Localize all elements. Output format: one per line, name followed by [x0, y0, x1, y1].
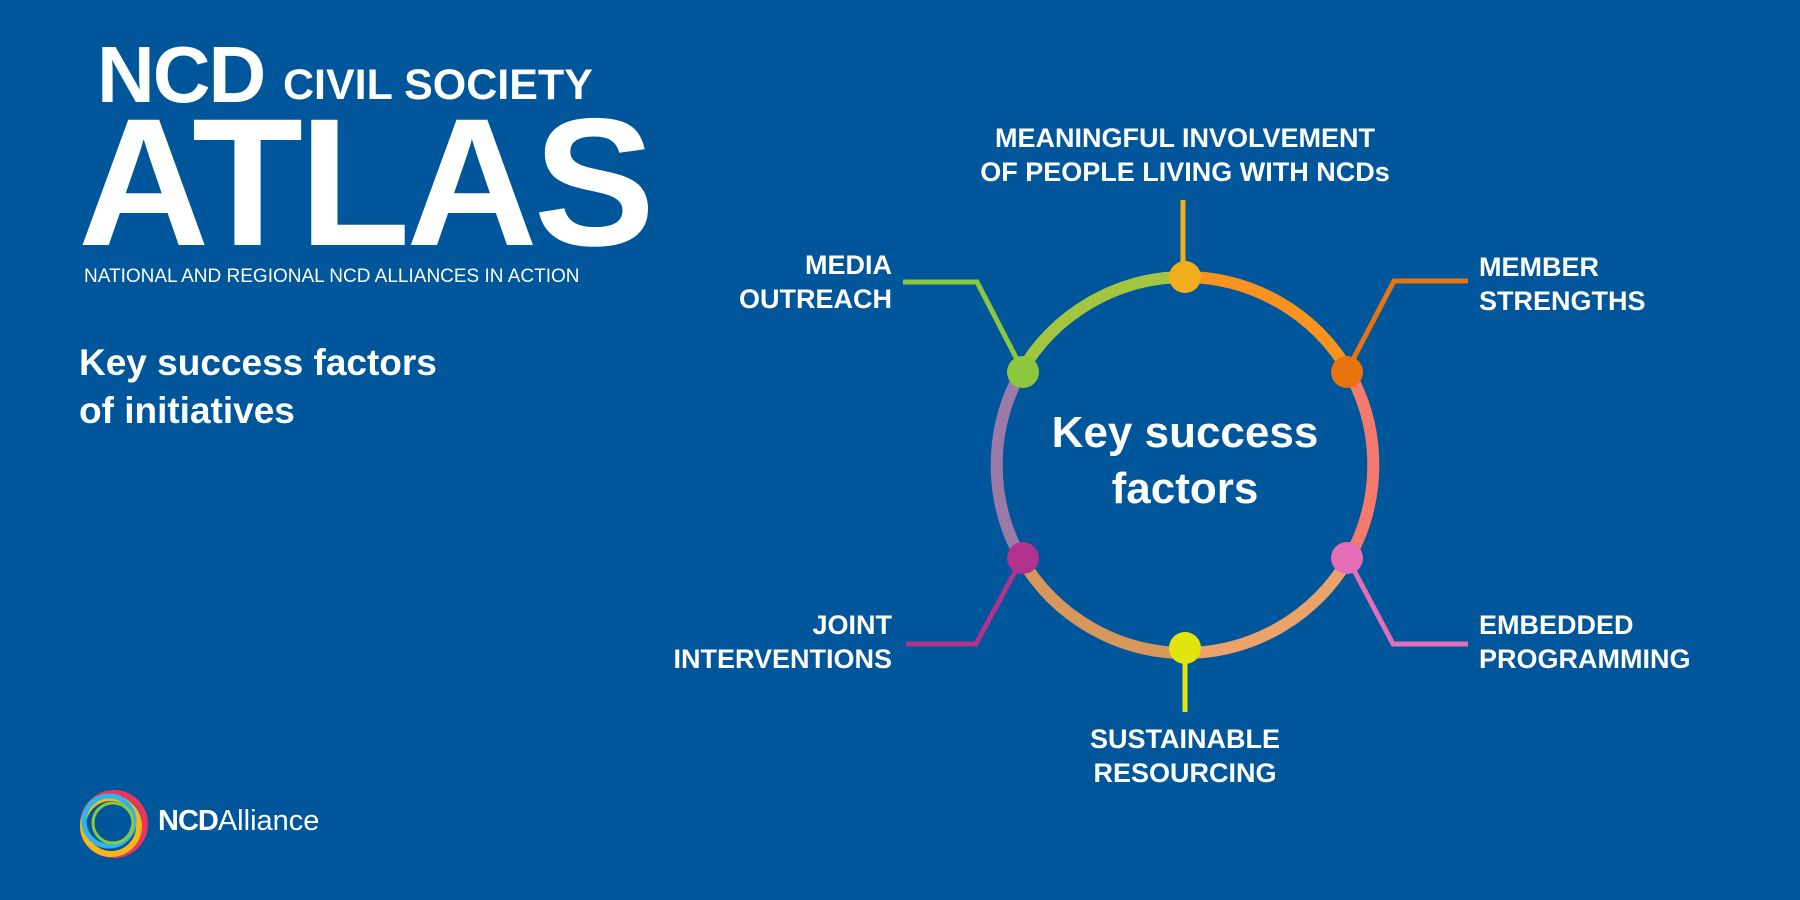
factor-label-line: OUTREACH	[739, 284, 892, 314]
factor-media-outreach: MEDIA OUTREACH	[592, 248, 892, 316]
node-sustainable	[1169, 632, 1201, 664]
logo-text-regular: Alliance	[217, 805, 320, 837]
factor-label-line: OF PEOPLE LIVING WITH NCDs	[980, 157, 1390, 187]
factor-label-line: PROGRAMMING	[1479, 644, 1691, 674]
factor-label-line: MEMBER	[1479, 252, 1599, 282]
page-subtitle: Key success factors of initiatives	[79, 339, 559, 435]
factor-sustainable-resourcing: SUSTAINABLE RESOURCING	[1035, 722, 1335, 790]
factor-label-line: RESOURCING	[1093, 758, 1277, 788]
ring	[990, 271, 1380, 659]
ring-segment-top-right	[1184, 271, 1355, 376]
brand-ncd: NCD	[97, 30, 266, 119]
node-meaningful	[1169, 261, 1201, 293]
center-title-line1: Key success	[1051, 408, 1319, 457]
ring-segment-top-left	[1015, 271, 1186, 376]
node-member	[1331, 356, 1363, 388]
factor-member-strengths: MEMBER STRENGTHS	[1479, 250, 1779, 318]
ring-segment-bottom-right	[1184, 554, 1355, 659]
subtitle-line1: Key success factors	[79, 342, 437, 383]
ring-segment-right	[1343, 369, 1380, 561]
factor-label-line: SUSTAINABLE	[1089, 724, 1280, 754]
subtitle-line2: of initiatives	[79, 390, 295, 431]
factor-label-line: JOINT	[812, 610, 892, 640]
brand-tagline: NATIONAL AND REGIONAL NCD ALLIANCES IN A…	[84, 266, 580, 287]
factor-label-line: EMBEDDED	[1479, 610, 1634, 640]
connector-media	[903, 279, 1026, 373]
factor-embedded-programming: EMBEDDED PROGRAMMING	[1479, 608, 1779, 676]
factor-meaningful-involvement: MEANINGFUL INVOLVEMENT OF PEOPLE LIVING …	[935, 121, 1435, 189]
ncd-alliance-logo-text: NCDAlliance	[158, 804, 319, 838]
diagram-center-title: Key success factors	[1010, 405, 1360, 517]
brand-civil-society: CIVIL SOCIETY	[283, 61, 593, 109]
factor-label-line: INTERVENTIONS	[673, 644, 892, 674]
node-embedded	[1331, 542, 1363, 574]
factor-label-line: MEDIA	[805, 250, 892, 280]
ring-segment-left	[990, 369, 1027, 561]
connector-embedded	[1344, 555, 1468, 647]
connector-member	[1344, 278, 1468, 373]
logo-text-bold: NCD	[158, 805, 219, 837]
ncd-alliance-logo-icon	[80, 790, 148, 858]
factor-label-line: MEANINGFUL INVOLVEMENT	[994, 123, 1375, 153]
factor-joint-interventions: JOINT INTERVENTIONS	[592, 608, 892, 676]
node-media	[1007, 356, 1039, 388]
ring-segment-bottom-left	[1015, 554, 1186, 659]
center-title-line2: factors	[1111, 464, 1259, 513]
connector-joint	[906, 555, 1026, 647]
brand-atlas: ATLAS	[78, 80, 655, 284]
factor-label-line: STRENGTHS	[1479, 286, 1646, 316]
node-joint	[1007, 542, 1039, 574]
